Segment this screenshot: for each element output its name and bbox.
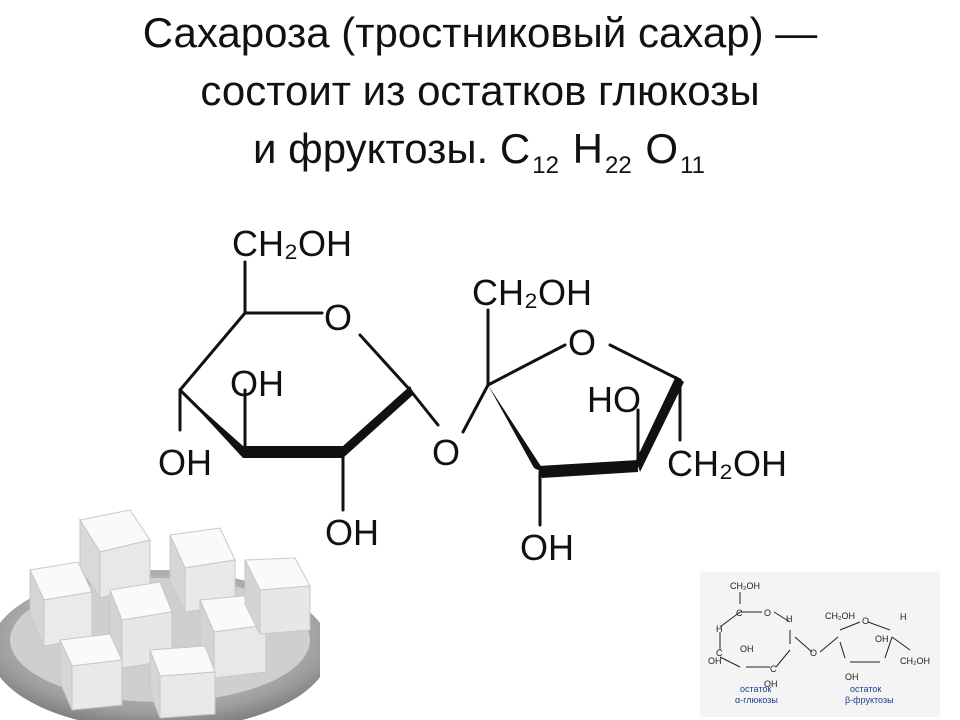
- fructose-wedge-bold: [538, 460, 638, 478]
- mini-oh: OH: [845, 672, 859, 682]
- fructose-ch2oh-right-label: CH₂OH: [667, 443, 787, 484]
- mini-caption-left-2: α-глюкозы: [735, 695, 778, 705]
- mini-h: H: [716, 624, 723, 634]
- glucose-ring-o-label: O: [324, 297, 352, 338]
- mini-c: C: [736, 608, 743, 618]
- glucose-wedge: [343, 386, 414, 458]
- molecular-formula: C12 H22 O11: [499, 125, 707, 179]
- fructose-wedge: [636, 376, 684, 472]
- mini-o-ring-fructose: O: [862, 616, 869, 626]
- glycosidic-bond: [408, 388, 440, 427]
- mini-caption-left-1: остаток: [740, 684, 771, 694]
- fructose-oh-bottom-label: OH: [520, 527, 574, 568]
- mini-h: H: [900, 612, 907, 622]
- mini-ch2oh-top: CH₂OH: [730, 581, 760, 591]
- fructose-ch2oh-top-label: CH₂OH: [472, 272, 592, 313]
- formula-hydrogen: H22: [572, 125, 632, 179]
- sugar-cube: [149, 645, 216, 719]
- fructose-wedge: [488, 385, 546, 474]
- sucrose-structural-formula: CH₂OH O OH OH OH O CH₂OH O HO CH₂OH OH: [158, 223, 787, 568]
- fructose-ring-o-label: O: [568, 322, 596, 363]
- glucose-oh-bottom-label: OH: [325, 512, 379, 553]
- mini-ch2oh-mid: CH₂OH: [825, 611, 855, 621]
- title-line-2: состоит из остатков глюкозы: [200, 67, 760, 114]
- mini-o-ring: O: [764, 608, 771, 618]
- mini-h: H: [786, 614, 793, 624]
- mini-ch2oh-right: CH₂OH: [900, 656, 930, 666]
- glucose-wedge: [180, 390, 243, 458]
- mini-oh: OH: [764, 679, 778, 689]
- sugar-cube: [79, 509, 151, 600]
- sugar-cube: [29, 561, 93, 647]
- sugar-cube: [59, 633, 123, 711]
- glycosidic-bond: [461, 383, 490, 434]
- mini-caption-right-2: β-фруктозы: [845, 695, 894, 705]
- slide-title: Сахароза (тростниковый сахар) — состоит …: [0, 4, 960, 178]
- glucose-bond: [178, 311, 247, 392]
- sucrose-mini-diagram: CH₂OH C O H H C OH OH C OH O CH₂OH O OH …: [700, 572, 940, 717]
- fructose-bond: [486, 343, 567, 387]
- title-line-1: Сахароза (тростниковый сахар) —: [142, 9, 818, 56]
- fructose-ho-label: HO: [587, 379, 641, 420]
- mini-o-bridge: O: [810, 648, 817, 658]
- sugar-cube: [244, 557, 311, 635]
- mini-c: C: [770, 664, 777, 674]
- mini-oh: OH: [875, 634, 889, 644]
- glucose-oh-inner-label: OH: [230, 363, 284, 404]
- mini-oh: OH: [708, 656, 722, 666]
- mini-oh: OH: [740, 644, 754, 654]
- formula-oxygen: O11: [645, 125, 705, 179]
- glucose-ch2oh-label: CH₂OH: [232, 223, 352, 264]
- glucose-bond: [358, 333, 412, 392]
- glucose-oh-left-label: OH: [158, 442, 212, 483]
- bridge-oxygen-label: O: [432, 432, 460, 473]
- formula-carbon: C12: [499, 125, 559, 179]
- mini-c: C: [716, 648, 723, 658]
- glucose-wedge-bold: [243, 446, 343, 458]
- mini-caption-right-1: остаток: [850, 684, 881, 694]
- sugar-cubes-bowl-image: [0, 509, 320, 720]
- fructose-bond: [608, 343, 682, 382]
- title-line-3-prefix: и фруктозы.: [253, 125, 489, 172]
- title-line-3: и фруктозы. C12 H22 O11: [0, 120, 960, 178]
